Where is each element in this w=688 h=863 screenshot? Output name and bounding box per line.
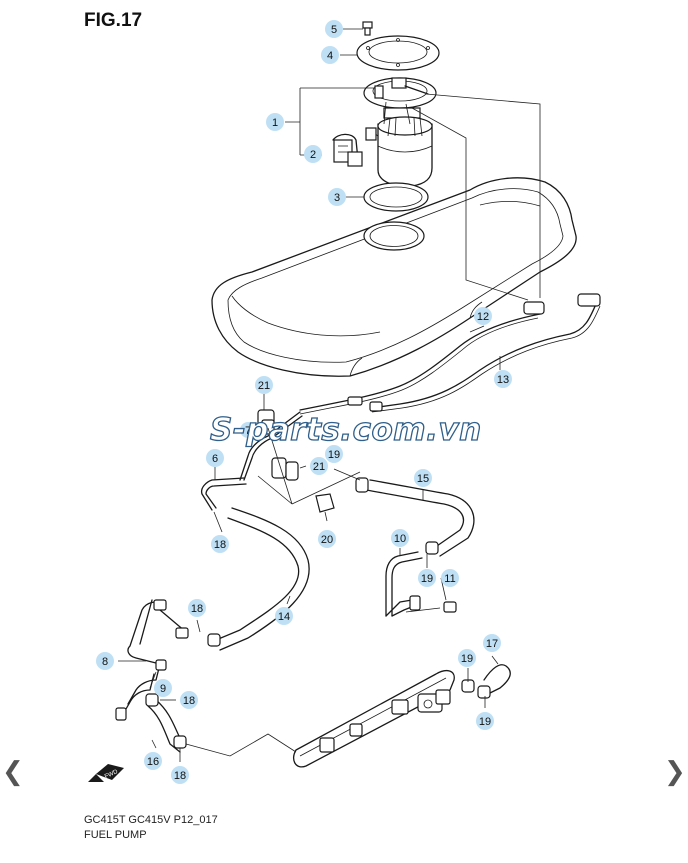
callout-bubble: 17 [483,634,501,652]
fuel-level-sender [332,133,363,167]
callout-bubble: 10 [391,529,409,547]
callout-number: 19 [421,573,433,585]
figure-title: FIG.17 [84,10,143,31]
callout-bubble: 18 [171,766,189,784]
fuel-pipe [385,551,457,617]
retainer-ring [356,35,440,71]
fuel-pump-assembly [363,77,437,188]
watermark: S-parts.com.vn [209,411,482,448]
fuel-hose [215,517,300,641]
caption-model: GC415T GC415V P12_017 [84,814,218,826]
fwd-arrow-icon: FWD [88,764,124,782]
callout-bubble: 7 [240,422,256,438]
callout-bubble: 8 [96,652,114,670]
callout-bubble: 19 [325,445,343,463]
callout-number: 19 [461,653,473,665]
callout-bubble: 18 [211,535,229,553]
callout-bubble: 19 [476,712,494,730]
callout-bubble: 4 [321,46,339,64]
fuel-hose [147,705,181,753]
callout-bubble: 5 [325,20,343,38]
fwd-label: FWD [104,769,120,780]
callout-number: 7 [245,425,251,437]
callout-bubble: 21 [255,376,273,394]
hose-clamp [355,477,369,493]
caption-name: FUEL PUMP [84,829,147,841]
fuel-hose-outline [369,479,475,557]
leader-lines [118,28,541,762]
callout-number: 18 [174,770,186,782]
hose-clamp [145,693,159,707]
callout-number: 18 [183,695,195,707]
callout-number: 4 [327,50,333,62]
callout-bubble: 20 [318,530,336,548]
callout-bubble: 9 [154,679,172,697]
callout-number: 11 [444,573,455,585]
callout-number: 3 [334,192,340,204]
chevron-left-icon[interactable]: ❮ [2,757,24,787]
callout-number: 5 [331,24,337,36]
callout-number: 13 [497,374,509,386]
callout-bubble: 3 [328,188,346,206]
callout-bubble: 12 [474,307,492,325]
fuel-return-hose [369,293,601,413]
callout-bubble: 15 [414,469,432,487]
callout-bubble: 16 [144,752,162,770]
callout-number: 18 [214,539,226,551]
callout-bubble: 11 [441,569,459,587]
callout-bubble: 6 [206,449,224,467]
callout-number: 15 [417,473,429,485]
leader-line [257,427,361,505]
fuel-feed-hose [299,301,545,415]
callout-number: 20 [321,534,333,546]
callout-number: 9 [160,683,166,695]
callout-number: 18 [191,603,203,615]
gasket-inner [369,186,423,208]
callout-number: 10 [394,533,406,545]
callout-number: 19 [328,449,340,461]
callout-bubble: 18 [188,599,206,617]
callout-number: 17 [486,638,498,650]
hose-clamp [207,633,221,647]
fuel-pipe [115,599,189,721]
callout-bubble: 19 [458,649,476,667]
callout-bubble: 13 [494,370,512,388]
fuel-tank [211,177,577,377]
fuel-pipe [200,411,303,511]
fuel-delivery-pipe [185,669,455,768]
hose-clamp [173,735,187,749]
hose-clamp [271,457,299,481]
hose-clamp [477,685,491,699]
fuel-hose-outline [219,507,310,651]
callout-number: 1 [272,117,278,129]
bolt [362,21,373,36]
callout-bubble: 14 [275,607,293,625]
hose-clamp [425,541,439,555]
fuel-hose [365,489,465,549]
callout-number: 14 [278,611,290,623]
callout-bubble: 18 [180,691,198,709]
callout-bubble: 2 [304,145,322,163]
callout-number: 2 [310,149,316,161]
callout-number: 21 [313,461,325,473]
clip [315,493,335,513]
fuel-hose [483,664,511,695]
callout-bubble: 1 [266,113,284,131]
hose-clamp [257,409,275,435]
callout-number: 8 [102,656,108,668]
callout-bubble: 19 [418,569,436,587]
callout-bubble: 21 [310,457,328,475]
chevron-right-icon[interactable]: ❯ [664,757,686,787]
callout-number: 21 [258,380,270,392]
callout-number: 6 [212,453,218,465]
callout-number: 16 [147,756,159,768]
callout-number: 19 [479,716,491,728]
callout-number: 12 [477,311,489,323]
